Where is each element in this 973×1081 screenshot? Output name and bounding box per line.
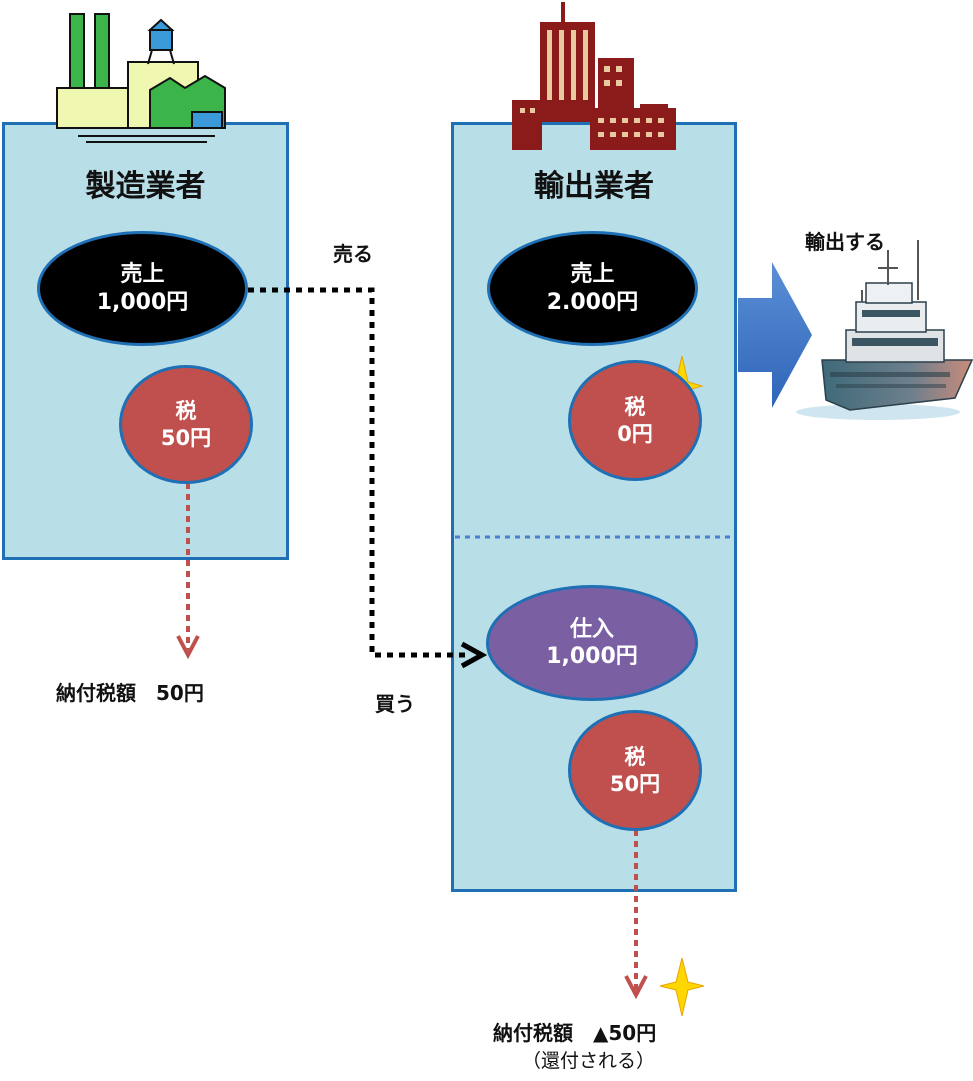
exporter-sales-node: 売上 2.000円 <box>487 231 698 346</box>
office-building-icon <box>512 2 676 150</box>
manufacturer-sales-amount: 1,000円 <box>96 289 189 315</box>
exporter-sales-amount: 2.000円 <box>546 289 639 315</box>
exporter-tax-arrowhead <box>624 975 648 1000</box>
exporter-payment-note: （還付される） <box>522 1050 656 1072</box>
sell-buy-connector <box>248 287 470 658</box>
exporter-sales-label: 売上 <box>570 262 615 287</box>
manufacturer-sales-label: 売上 <box>120 262 165 287</box>
manufacturer-tax-arrowhead <box>176 635 200 660</box>
exporter-purchase-tax-amount: 50円 <box>609 771 661 796</box>
export-arrow-icon <box>738 262 812 408</box>
export-label: 輸出する <box>805 230 885 254</box>
exporter-title: 輸出業者 <box>534 169 654 204</box>
factory-icon <box>56 13 226 143</box>
exporter-purchase-label: 仕入 <box>569 616 614 642</box>
buy-arrowhead <box>460 641 488 669</box>
ship-icon <box>796 240 973 420</box>
exporter-payment: 納付税額 ▲50円 <box>493 1021 657 1045</box>
manufacturer-title: 製造業者 <box>85 169 206 204</box>
manufacturer-tax-amount: 50円 <box>160 425 212 450</box>
manufacturer-sales-node: 売上 1,000円 <box>37 231 248 346</box>
manufacturer-tax-node: 税 50円 <box>119 365 253 484</box>
exporter-purchase-tax-node: 税 50円 <box>568 710 702 831</box>
sparkle-icon <box>659 957 705 1017</box>
exporter-sales-tax-label: 税 <box>624 395 646 420</box>
sell-label: 売る <box>333 242 373 266</box>
exporter-sales-tax-node: 税 0円 <box>568 360 702 481</box>
exporter-purchase-node: 仕入 1,000円 <box>486 585 698 701</box>
exporter-sales-tax-amount: 0円 <box>617 421 653 446</box>
buy-label: 買う <box>375 692 415 716</box>
exporter-purchase-amount: 1,000円 <box>546 644 638 669</box>
manufacturer-tax-label: 税 <box>175 399 197 424</box>
exporter-purchase-tax-label: 税 <box>624 745 646 770</box>
manufacturer-payment: 納付税額 50円 <box>56 681 204 705</box>
